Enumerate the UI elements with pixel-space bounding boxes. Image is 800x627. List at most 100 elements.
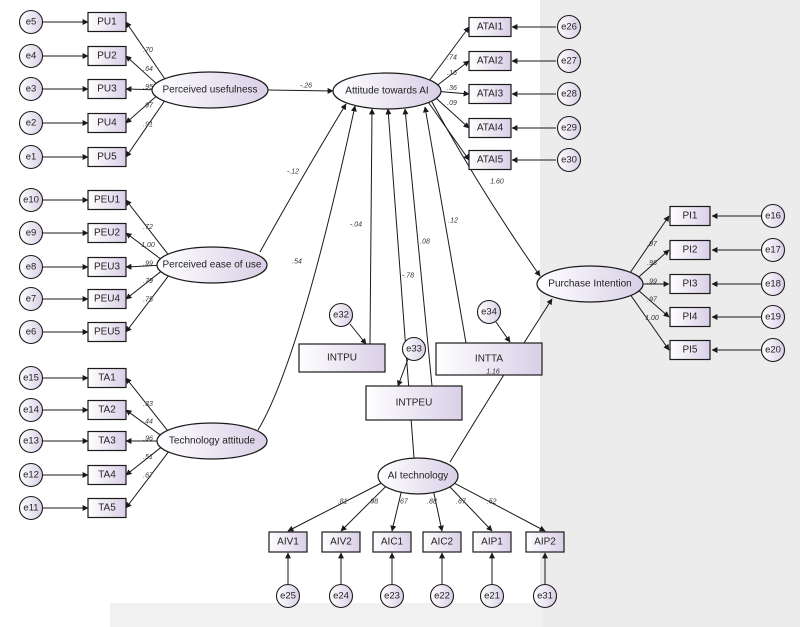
- error-aic2-label: e22: [434, 591, 450, 602]
- indicator-aip1-label: AIP1: [481, 537, 503, 548]
- error-intta-label: e34: [481, 307, 497, 318]
- loading-ta3: .96: [143, 436, 153, 443]
- error-atai5-circle: [556, 147, 582, 173]
- latent-ai-technology-ellipse: [377, 457, 459, 495]
- loading-peu1: .72: [143, 224, 153, 231]
- indicator-peu2-box: [87, 222, 127, 244]
- error-intpu-circle: [328, 302, 354, 328]
- coef-pu-atai: -.26: [300, 83, 312, 90]
- error-atai4-label: e29: [561, 123, 577, 134]
- error-pu2-circle: [18, 43, 44, 69]
- loading-pi3: .99: [647, 279, 657, 286]
- indicator-aiv2-label: AIV2: [330, 537, 352, 548]
- error-aip1-circle: [479, 583, 505, 609]
- indicator-pi2-label: PI2: [682, 245, 697, 256]
- error-pi1-label: e16: [765, 211, 781, 222]
- indicator-aiv1-box: [268, 531, 308, 553]
- loading-pu3: .95: [143, 84, 153, 91]
- indicator-ta4-label: TA4: [98, 470, 116, 481]
- latent-purchase-intention-label: Purchase Intention: [548, 279, 631, 290]
- loading-arrow-peu2: [125, 232, 161, 260]
- error-ta2-label: e14: [23, 405, 39, 416]
- indicator-pu3-box: [87, 78, 127, 100]
- coef-intpeu-atai: .08: [420, 239, 430, 246]
- indicator-pi4-box: [669, 306, 711, 328]
- loading-pi1: .97: [647, 241, 658, 248]
- interaction-intpeu-box: [365, 385, 463, 421]
- loading-arrow-atai2: [437, 60, 470, 86]
- indicator-pu4-box: [87, 112, 127, 134]
- error-atai3-circle: [556, 81, 582, 107]
- indicator-atai3-box: [468, 83, 512, 105]
- error-peu5-circle: [18, 319, 44, 345]
- loading-arrow-atai4: [435, 97, 470, 129]
- loading-peu5: .75: [143, 296, 153, 303]
- error-peu4-circle: [18, 286, 44, 312]
- error-intpeu-circle: [401, 336, 427, 362]
- error-ta4-circle: [18, 462, 44, 488]
- loading-ta4: .51: [143, 454, 153, 461]
- error-arrow-intpeu: [397, 358, 409, 387]
- loading-arrow-pi1: [629, 215, 670, 273]
- loading-peu4: .79: [143, 278, 153, 285]
- indicator-ta2-box: [87, 399, 127, 421]
- error-ta5-label: e11: [23, 503, 38, 514]
- error-pu1-label: e5: [26, 17, 37, 28]
- indicator-peu1-label: PEU1: [94, 195, 121, 206]
- loading-arrow-aic1: [390, 492, 402, 532]
- indicator-peu4-box: [87, 288, 127, 310]
- error-atai2-circle: [556, 48, 582, 74]
- loading-pi5: 1.00: [645, 315, 659, 322]
- error-ta3-circle: [18, 428, 44, 454]
- loading-arrow-aiv2: [340, 486, 387, 532]
- error-pi2-label: e17: [765, 245, 781, 256]
- loading-arrow-pi5: [630, 295, 670, 351]
- error-atai2-label: e27: [561, 56, 577, 67]
- loading-arrow-pi4: [638, 290, 670, 318]
- error-atai1-label: e26: [561, 22, 577, 33]
- indicator-peu5-label: PEU5: [94, 327, 121, 338]
- latent-purchase-intention-ellipse: [536, 265, 644, 303]
- loading-arrow-pu5: [125, 100, 165, 158]
- indicator-peu3-label: PEU3: [94, 262, 121, 273]
- error-peu4-label: e7: [26, 294, 37, 305]
- loading-arrow-pu2: [125, 55, 157, 84]
- path-intta-atai: [422, 106, 467, 344]
- error-pi1-circle: [760, 203, 786, 229]
- error-ta2-circle: [18, 397, 44, 423]
- error-pu3-circle: [18, 76, 44, 102]
- error-pu4-label: e2: [26, 118, 37, 129]
- error-intpu-label: e32: [333, 310, 349, 321]
- error-pi3-circle: [760, 271, 786, 297]
- error-intta-circle: [476, 299, 502, 325]
- indicator-pu2-label: PU2: [97, 51, 117, 62]
- indicator-pi3-label: PI3: [682, 279, 697, 290]
- path-ta-atai: [257, 105, 357, 431]
- loading-arrow-ta5: [125, 451, 169, 509]
- error-arrow-intta: [495, 321, 511, 343]
- loading-peu3: .99: [143, 261, 153, 268]
- coef-ait-atai: -.78: [402, 273, 414, 280]
- indicator-pu4-label: PU4: [97, 118, 117, 129]
- error-atai3-label: e28: [561, 89, 577, 100]
- indicator-pu5-label: PU5: [97, 152, 117, 163]
- error-atai5-label: e30: [561, 155, 577, 166]
- indicator-pi1-box: [669, 205, 711, 227]
- error-aiv2-circle: [328, 583, 354, 609]
- indicator-pu1-box: [87, 11, 127, 33]
- indicator-atai2-box: [468, 50, 512, 72]
- indicator-pi3-box: [669, 273, 711, 295]
- error-aic2-circle: [429, 583, 455, 609]
- indicator-ta1-box: [87, 367, 127, 389]
- latent-perceived-usefulness-label: Perceived usefulness: [162, 85, 257, 96]
- error-pu5-label: e1: [26, 152, 37, 163]
- indicator-ta4-box: [87, 464, 127, 486]
- indicator-pu1-label: PU1: [97, 17, 117, 28]
- error-aip2-label: e31: [537, 591, 553, 602]
- indicator-pu5-box: [87, 146, 127, 168]
- error-ta1-label: e15: [23, 373, 39, 384]
- indicator-aip1-box: [472, 531, 512, 553]
- path-ait-pi: [449, 298, 553, 463]
- loading-arrow-peu4: [125, 271, 162, 300]
